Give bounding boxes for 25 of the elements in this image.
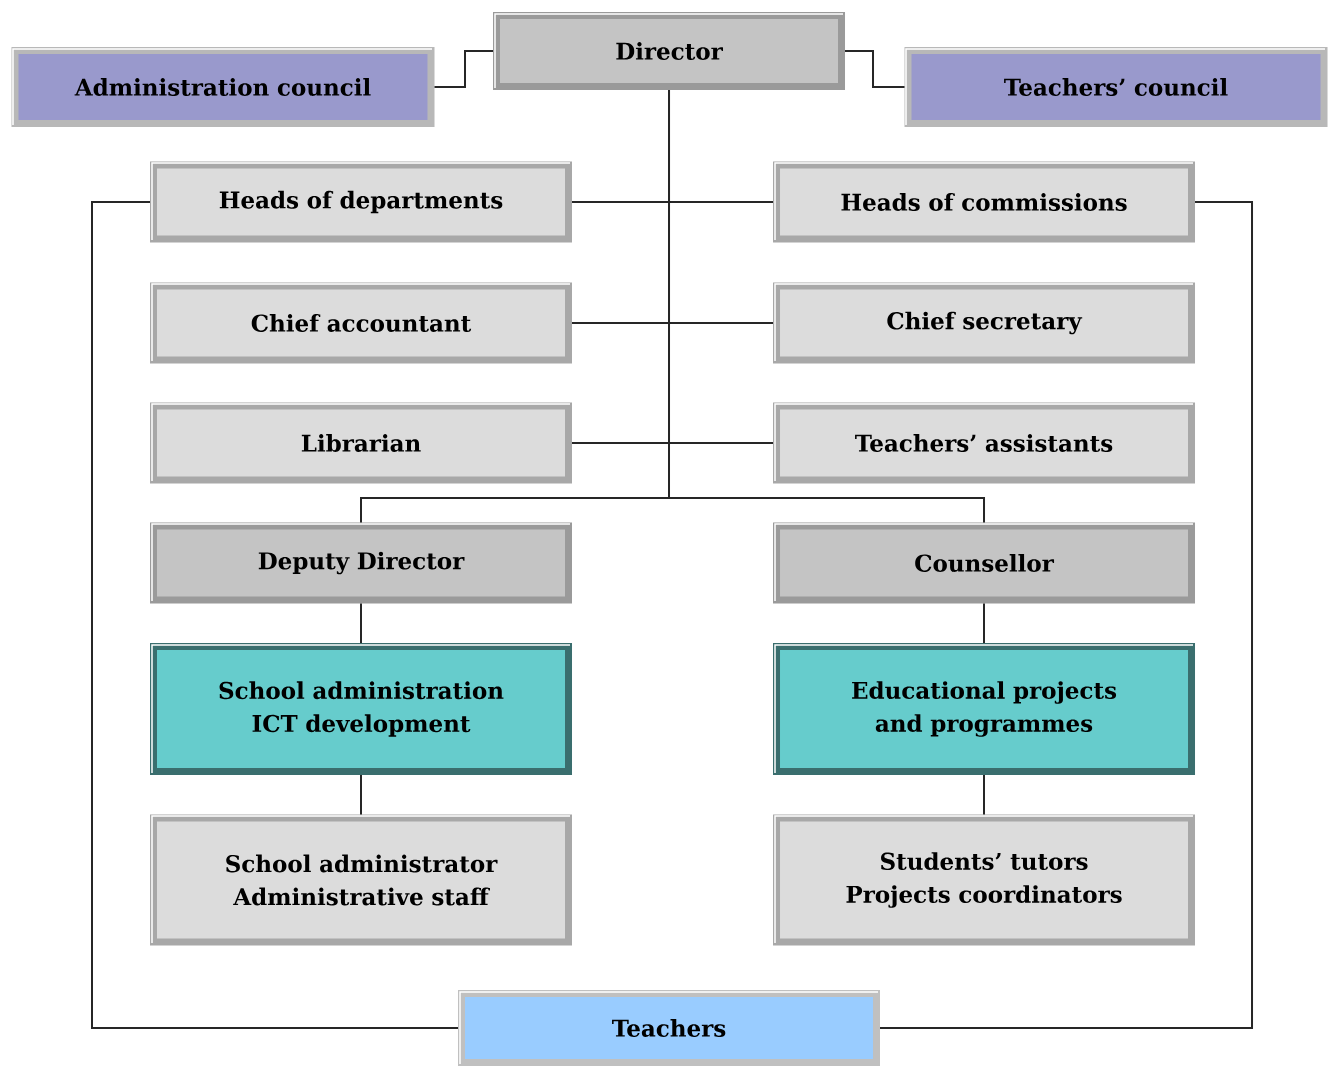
council-box: Teachers’ council: [904, 47, 1328, 127]
connector-line: [983, 602, 985, 644]
role-box: Director: [493, 12, 845, 90]
connector-line: [360, 602, 362, 644]
department-box: School administration ICT development: [150, 643, 572, 775]
role-box: Teachers: [458, 990, 880, 1066]
role-box: Counsellor: [773, 522, 1195, 604]
role-box: Deputy Director: [150, 522, 572, 604]
connector-line: [879, 201, 1253, 1029]
role-box: Heads of commissions: [773, 161, 1195, 243]
connector-line: [844, 50, 906, 88]
department-box: Educational projects and programmes: [773, 643, 1195, 775]
connector-line: [668, 89, 985, 524]
connector-line: [433, 50, 494, 88]
role-box: Chief secretary: [773, 282, 1195, 364]
role-box: Heads of departments: [150, 161, 572, 243]
connector-line: [983, 774, 985, 816]
connector-line: [91, 201, 459, 1029]
council-box: Administration council: [11, 47, 435, 127]
role-box: Students’ tutors Projects coordinators: [773, 814, 1195, 946]
role-box: Teachers’ assistants: [773, 402, 1195, 484]
role-box: School administrator Administrative staff: [150, 814, 572, 946]
connector-line: [360, 774, 362, 816]
role-box: Chief accountant: [150, 282, 572, 364]
role-box: Librarian: [150, 402, 572, 484]
